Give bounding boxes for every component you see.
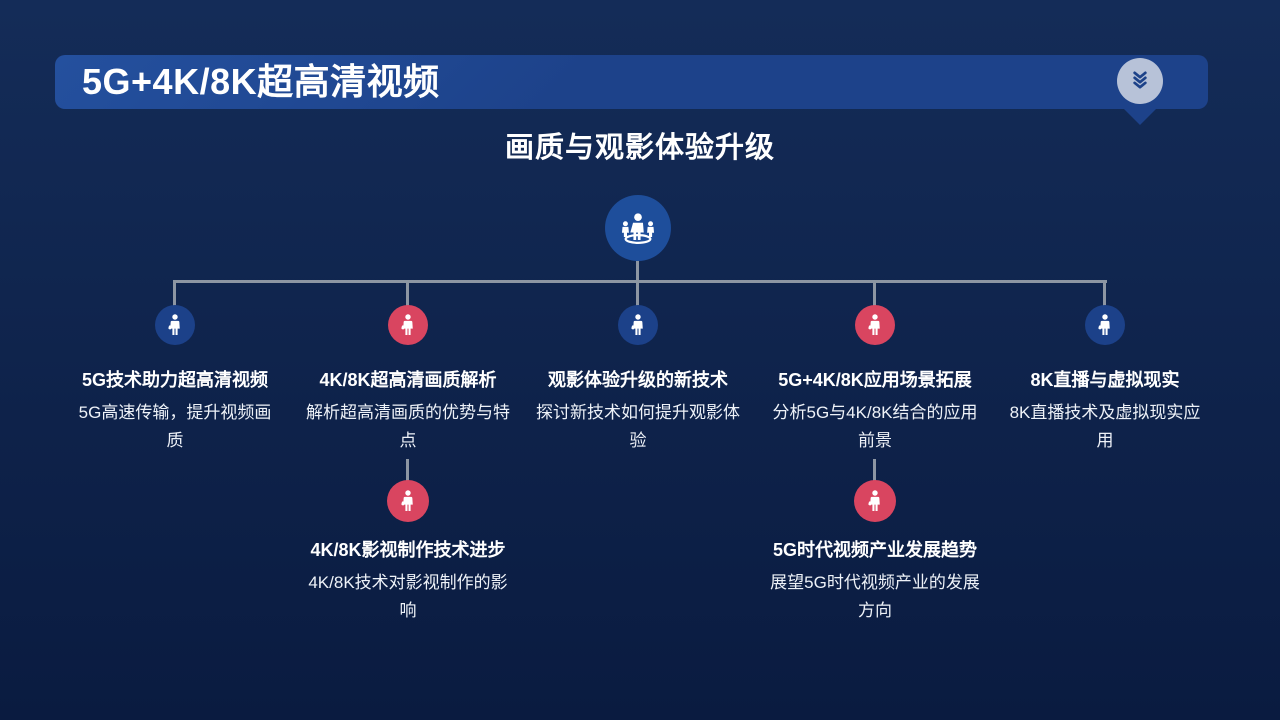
branch-description: 5G高速传输，提升视频画 质 — [78, 403, 272, 450]
title-bar-tail — [1122, 107, 1158, 125]
person-icon — [395, 312, 421, 338]
connector-branch-4 — [873, 280, 876, 307]
connector-sub-branch-2 — [406, 459, 409, 482]
branch-title: 5G时代视频产业发展趋势 — [772, 540, 977, 560]
branch-title: 8K直播与虚拟现实 — [1030, 370, 1180, 390]
sub-branch-4: 5G时代视频产业发展趋势 展望5G时代视频产业的发展 方向 — [755, 538, 995, 625]
person-icon — [862, 488, 888, 514]
branch-title: 5G+4K/8K应用场景拓展 — [778, 370, 972, 390]
branch-title: 5G技术助力超高清视频 — [81, 370, 268, 390]
title-bar: 5G+4K/8K超高清视频 — [55, 55, 1208, 109]
branch-5: 8K直播与虚拟现实 8K直播技术及虚拟现实应 用 — [995, 368, 1215, 455]
person-icon — [1092, 312, 1118, 338]
connector-branch-3 — [636, 280, 639, 307]
collapse-button[interactable] — [1117, 58, 1163, 104]
slide-subtitle: 画质与观影体验升级 — [504, 132, 775, 164]
branch-3-node — [618, 305, 658, 345]
connector-branch-1 — [173, 280, 176, 307]
person-icon — [625, 312, 651, 338]
branch-1-node — [155, 305, 195, 345]
team-group-icon — [616, 206, 660, 250]
branch-description: 8K直播技术及虚拟现实应 用 — [1009, 403, 1201, 450]
branch-title: 4K/8K影视制作技术进步 — [310, 540, 506, 560]
connector-branch-5 — [1103, 280, 1106, 307]
branch-5-node — [1085, 305, 1125, 345]
root-node — [605, 195, 671, 261]
branch-description: 4K/8K技术对影视制作的影 响 — [308, 573, 508, 620]
connector-sub-branch-4 — [873, 459, 876, 482]
branch-description: 解析超高清画质的优势与特 点 — [306, 403, 510, 450]
connector-horizontal — [174, 280, 1107, 283]
branch-2-node — [388, 305, 428, 345]
branch-description: 探讨新技术如何提升观影体 验 — [536, 403, 740, 450]
person-icon — [862, 312, 888, 338]
branch-description: 分析5G与4K/8K结合的应用 前景 — [772, 403, 978, 450]
branch-title: 4K/8K超高清画质解析 — [319, 370, 497, 390]
branch-3: 观影体验升级的新技术 探讨新技术如何提升观影体 验 — [528, 368, 748, 455]
branch-1: 5G技术助力超高清视频 5G高速传输，提升视频画 质 — [65, 368, 285, 455]
triple-chevron-down-icon — [1126, 67, 1154, 95]
person-icon — [395, 488, 421, 514]
sub-branch-2: 4K/8K影视制作技术进步 4K/8K技术对影视制作的影 响 — [288, 538, 528, 625]
branch-description: 展望5G时代视频产业的发展 方向 — [770, 573, 980, 620]
page-title: 5G+4K/8K超高清视频 — [82, 61, 440, 102]
sub-branch-4-node — [854, 480, 896, 522]
connector-branch-2 — [406, 280, 409, 307]
branch-4-node — [855, 305, 895, 345]
branch-title: 观影体验升级的新技术 — [548, 370, 728, 390]
person-icon — [162, 312, 188, 338]
connector-root — [636, 259, 639, 282]
sub-branch-2-node — [387, 480, 429, 522]
branch-2: 4K/8K超高清画质解析 解析超高清画质的优势与特 点 — [298, 368, 518, 455]
branch-4: 5G+4K/8K应用场景拓展 分析5G与4K/8K结合的应用 前景 — [765, 368, 985, 455]
